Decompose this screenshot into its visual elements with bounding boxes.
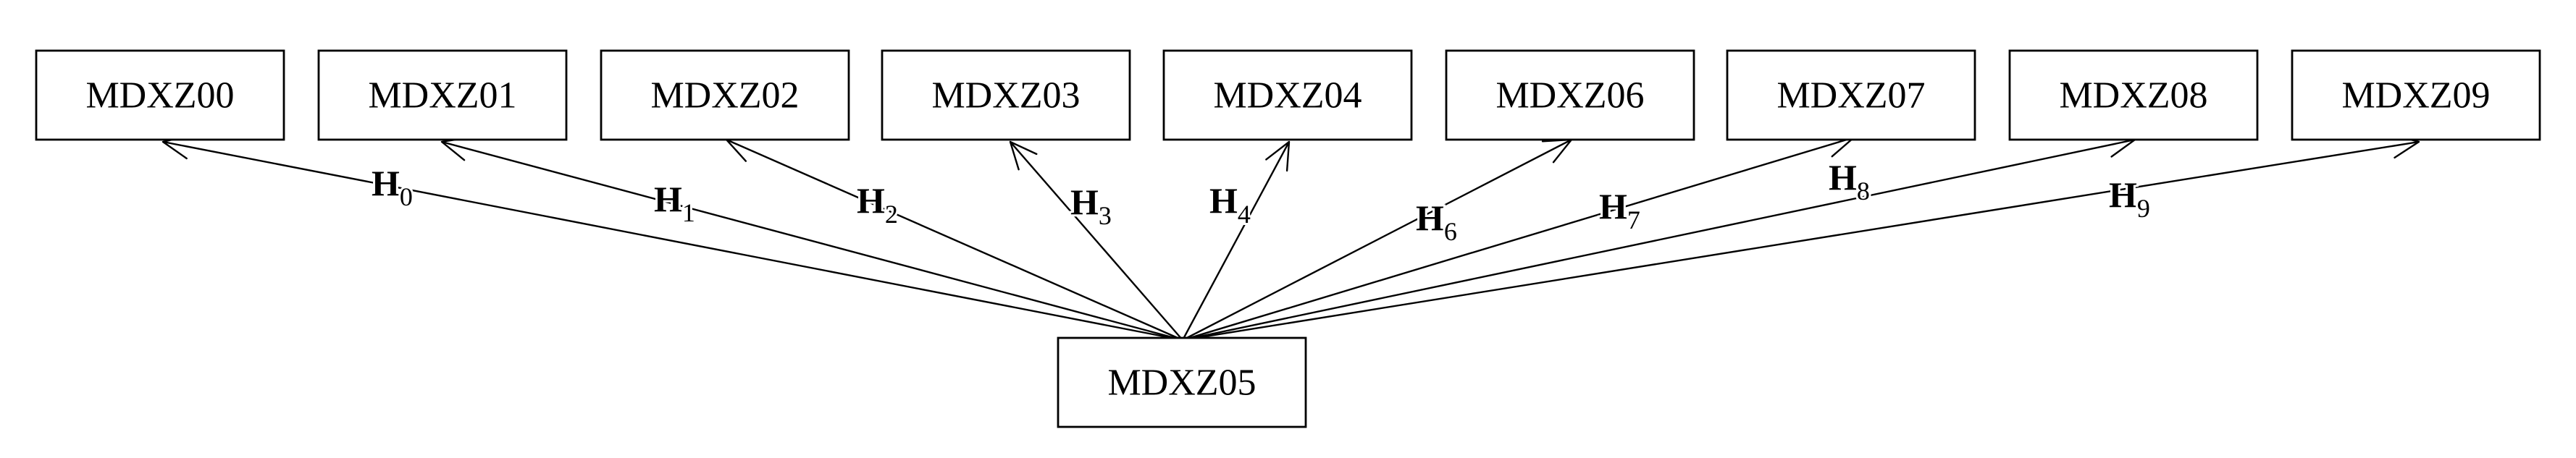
node-mdxz03-box <box>881 49 1131 141</box>
node-mdxz02-label: MDXZ02 <box>650 75 799 116</box>
edge-symbol: H <box>372 163 400 203</box>
node-mdxz07-box <box>1726 49 1976 141</box>
node-source-box <box>1057 336 1307 428</box>
node-mdxz01-label: MDXZ01 <box>368 75 516 116</box>
edge-subscript: 1 <box>682 198 695 227</box>
node-mdxz02-box <box>600 49 850 141</box>
edge-mdxz04 <box>1181 140 1291 341</box>
edge-mdxz09 <box>1182 133 2420 342</box>
node-mdxz09-box <box>2291 49 2541 141</box>
edge-line <box>726 138 1183 342</box>
node-mdxz09: MDXZ09 <box>2291 49 2541 141</box>
edge-subscript: 0 <box>400 182 413 211</box>
edge-subscript: 4 <box>1238 200 1251 229</box>
edge-line <box>1010 141 1183 341</box>
node-mdxz01: MDXZ01 <box>317 49 568 141</box>
edge-mdxz08 <box>1182 132 2136 342</box>
edge-subscript: 6 <box>1444 217 1457 246</box>
edge-subscript: 3 <box>1099 201 1112 230</box>
node-mdxz06-label: MDXZ06 <box>1495 75 1644 116</box>
node-mdxz08: MDXZ08 <box>2008 49 2259 141</box>
node-mdxz09-label: MDXZ09 <box>2341 75 2490 116</box>
node-mdxz04-box <box>1162 49 1413 141</box>
nodes-layer: MDXZ05 MDXZ00 MDXZ01 MDXZ02 MDXZ03 MDXZ04 MDXZ… <box>35 49 2541 428</box>
edge-line <box>1182 138 1572 342</box>
edge-line <box>1181 141 1291 341</box>
node-source: MDXZ05 <box>1057 336 1307 428</box>
arrowhead-icon <box>1009 140 1038 171</box>
edge-subscript: 2 <box>885 200 898 229</box>
edge-symbol: H <box>1070 182 1099 222</box>
edge-symbol: H <box>857 180 885 221</box>
edges-layer <box>161 132 2420 342</box>
node-mdxz03-label: MDXZ03 <box>931 75 1080 116</box>
node-mdxz04: MDXZ04 <box>1162 49 1413 141</box>
edge-mdxz00 <box>161 134 1183 342</box>
edge-mdxz03 <box>1009 140 1183 341</box>
node-mdxz08-label: MDXZ08 <box>2059 75 2207 116</box>
node-source-label: MDXZ05 <box>1107 362 1256 404</box>
edge-symbol: H <box>1209 180 1238 221</box>
node-mdxz02: MDXZ02 <box>600 49 850 141</box>
node-mdxz00-label: MDXZ00 <box>85 75 234 116</box>
edge-symbol: H <box>2109 174 2137 215</box>
node-mdxz07: MDXZ07 <box>1726 49 1976 141</box>
edge-line <box>1182 138 2136 342</box>
edge-subscript: 9 <box>2137 194 2150 223</box>
node-mdxz04-label: MDXZ04 <box>1213 75 1362 116</box>
edge-mdxz02 <box>725 138 1183 342</box>
edge-label-h3: H3 <box>1070 182 1112 230</box>
edge-line <box>1182 136 1855 342</box>
edge-mdxz07 <box>1182 132 1855 342</box>
node-mdxz08-box <box>2008 49 2259 141</box>
node-mdxz00-box <box>35 49 285 141</box>
edge-symbol: H <box>1829 157 1857 198</box>
edge-label-h9: H9 <box>2109 174 2150 223</box>
edge-label-h2: H2 <box>857 180 898 229</box>
edge-label-h8: H8 <box>1829 157 1870 205</box>
node-mdxz06: MDXZ06 <box>1445 49 1695 141</box>
edge-symbol: H <box>1599 186 1627 226</box>
node-mdxz00: MDXZ00 <box>35 49 285 141</box>
edge-mdxz01 <box>440 136 1183 342</box>
edge-line <box>1182 140 2420 342</box>
edge-symbol: H <box>654 179 682 219</box>
edge-label-h1: H1 <box>654 179 695 227</box>
edge-label-h7: H7 <box>1599 186 1640 234</box>
edge-line <box>162 140 1183 342</box>
edge-label-h0: H0 <box>372 163 413 211</box>
edge-label-h6: H6 <box>1416 198 1457 246</box>
edge-subscript: 7 <box>1627 205 1640 234</box>
node-mdxz06-box <box>1445 49 1695 141</box>
edge-subscript: 8 <box>1857 177 1870 205</box>
edge-label-h4: H4 <box>1209 180 1251 229</box>
arrowhead-icon <box>1541 138 1573 164</box>
node-mdxz01-box <box>317 49 568 141</box>
edge-symbol: H <box>1416 198 1444 238</box>
node-mdxz03: MDXZ03 <box>881 49 1131 141</box>
node-mdxz07-label: MDXZ07 <box>1776 75 1925 116</box>
arrowhead-icon <box>1265 140 1291 172</box>
edge-line <box>441 140 1183 342</box>
